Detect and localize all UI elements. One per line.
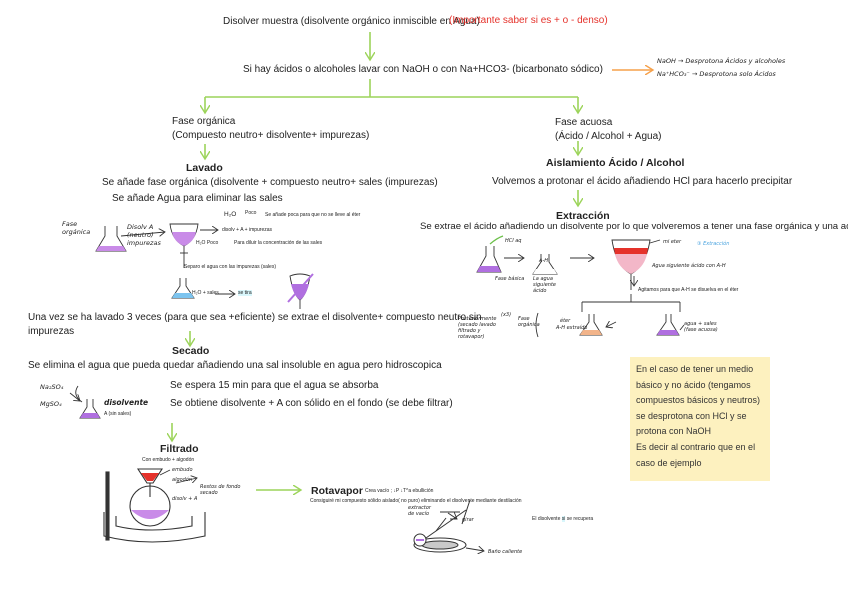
note-line-7: caso de ejemplo: [636, 457, 702, 468]
agitamos-note: Agitamos para que A-H se disuelva en el …: [638, 287, 739, 293]
aislamiento-step-1: Volvemos a protonar el ácido añadiendo H…: [492, 176, 793, 187]
basic-medium-note: En el caso de tener un medio básico y no…: [630, 357, 770, 481]
lavado-heading: Lavado: [186, 162, 223, 174]
na2so4-label: Na₂SO₄: [40, 383, 64, 391]
organic-phase-contents: (Compuesto neutro+ disolvente+ impurezas…: [172, 130, 370, 141]
lavado-annotation-1: Se añade poca para que no se lleve al ét…: [265, 212, 361, 218]
algodon-label: algodón: [172, 477, 193, 483]
ah-label: A-H: [539, 258, 548, 264]
note-line-4: se desprotona con HCl y se: [636, 410, 747, 421]
secado-heading: Secado: [172, 345, 210, 357]
note-line-3: compuestos básicos y neutros): [636, 395, 761, 406]
density-warning: (Importante saber si es + o - denso): [449, 15, 608, 26]
lavado-step-2: Se añade Agua para eliminar las sales: [112, 193, 283, 204]
dissolve-step: Disolver muestra (disolvente orgánico in…: [223, 16, 480, 27]
disolvente-label: disolvente: [104, 398, 149, 407]
flow-arrows: [172, 32, 578, 490]
posteriormente-label: Posteriormente (secado lavado filtrado y…: [458, 316, 497, 340]
lavado-annotation-3: H₂O Poco: [196, 240, 219, 246]
aqueous-phase-contents: (Ácido / Alcohol + Agua): [555, 131, 662, 142]
disolv-label: Disolv A (neutro) impurezas: [127, 223, 161, 247]
disolv-a-label: disolv + A: [172, 496, 198, 502]
organic-phase-title: Fase orgánica: [172, 116, 236, 127]
eter-label: éter: [560, 318, 571, 324]
aqueous-phase-title: Fase acuosa: [555, 117, 613, 128]
sin-sales-label: A (sin sales): [104, 411, 132, 417]
fase-organica-label: Fase orgánica: [62, 220, 91, 236]
extraccion-tag: ③ Extracción: [697, 241, 730, 247]
secado-step-1: Se elimina el agua que pueda quedar añad…: [28, 360, 442, 371]
hcl-label: HCl aq: [505, 238, 522, 244]
agua-sales-label: agua + sales (fase acuosa): [684, 321, 718, 333]
aislamiento-heading: Aislamiento Ácido / Alcohol: [546, 157, 685, 169]
ah-extraido-label: A-H extraído: [556, 325, 588, 331]
secado-glassware: [69, 385, 101, 419]
repeat-wash-line-2: impurezas: [28, 326, 75, 337]
fase-organica-right-label: Fase orgánica: [518, 316, 540, 328]
mi-eter-label: mi eter: [663, 239, 682, 245]
repeat-wash-line-1: Una vez se ha lavado 3 veces (para que s…: [28, 312, 482, 323]
rotavapor-heading: Rotavapor: [311, 485, 363, 497]
bicarbonate-note: Na⁺HCO₃⁻ → Desprotona solo Ácidos: [657, 70, 776, 78]
note-line-1: En el caso de tener un medio: [636, 364, 754, 374]
note-line-2: básico y no ácido (tengamos: [636, 379, 751, 390]
h2o-sales-label: H₂O + sales: [192, 290, 219, 296]
extraccion-heading: Extracción: [556, 210, 610, 222]
secado-step-3: Se obtiene disolvente + A con sólido en …: [170, 398, 453, 409]
rotavapor-description: Consiguiré mi compuesto sólido aislado( …: [310, 498, 522, 504]
note-line-6: Es decir al contrario que en el: [636, 441, 756, 452]
extraccion-step-1: Se extrae el ácido añadiendo un disolven…: [420, 221, 848, 232]
rotavapor-bath-label: Baño caliente: [488, 549, 523, 555]
wash-step: Si hay ácidos o alcoholes lavar con NaOH…: [243, 64, 603, 75]
extraccion-glassware: [476, 235, 685, 338]
rotavapor-setup: [413, 499, 484, 552]
rotavapor-girar-label: girar: [462, 517, 474, 523]
agua-ah-label: Agua siguiente ácido con A-H: [652, 263, 726, 269]
restos-label: Restos de fondo secado: [200, 484, 241, 496]
embudo-label: embudo: [172, 467, 193, 473]
note-line-5: protona con NaOH: [636, 426, 712, 437]
mgso4-label: MgSO₄: [40, 400, 62, 408]
x3-label: (x3): [501, 312, 512, 318]
secado-step-2: Se espera 15 min para que el agua se abs…: [170, 380, 379, 391]
agua-siguiente-label: La agua siguiente ácido: [533, 276, 557, 294]
h2o-label: H₂O: [224, 211, 237, 218]
se-tira-label: se tira: [238, 290, 252, 296]
filtrado-setup: [103, 468, 206, 543]
filtrado-subtitle: Con embudo + algodón: [142, 457, 195, 463]
poco-label: Poco: [245, 210, 257, 216]
lavado-glassware: [95, 223, 314, 309]
solvent-recovered-note: El disolvente si se recupera: [532, 516, 594, 522]
naoh-note: NaOH → Desprotona Ácidos y alcoholes: [657, 57, 786, 65]
lavado-annotation-4: Para diluir la concentración de las sale…: [234, 240, 323, 246]
fase-basica-label: Fase básica: [495, 276, 525, 282]
lavado-annotation-2: disolv + A + impurezas: [222, 227, 273, 233]
filtrado-heading: Filtrado: [160, 443, 199, 455]
rotavapor-annotation: Crea vacío ; ↓P ↓T^a ebullición: [365, 488, 434, 494]
separo-note: Separo el agua con las impurezas (sales): [184, 264, 276, 270]
rotavapor-extractor-label: extractor de vacío: [408, 505, 431, 517]
lavado-step-1: Se añade fase orgánica (disolvente + com…: [102, 177, 438, 188]
